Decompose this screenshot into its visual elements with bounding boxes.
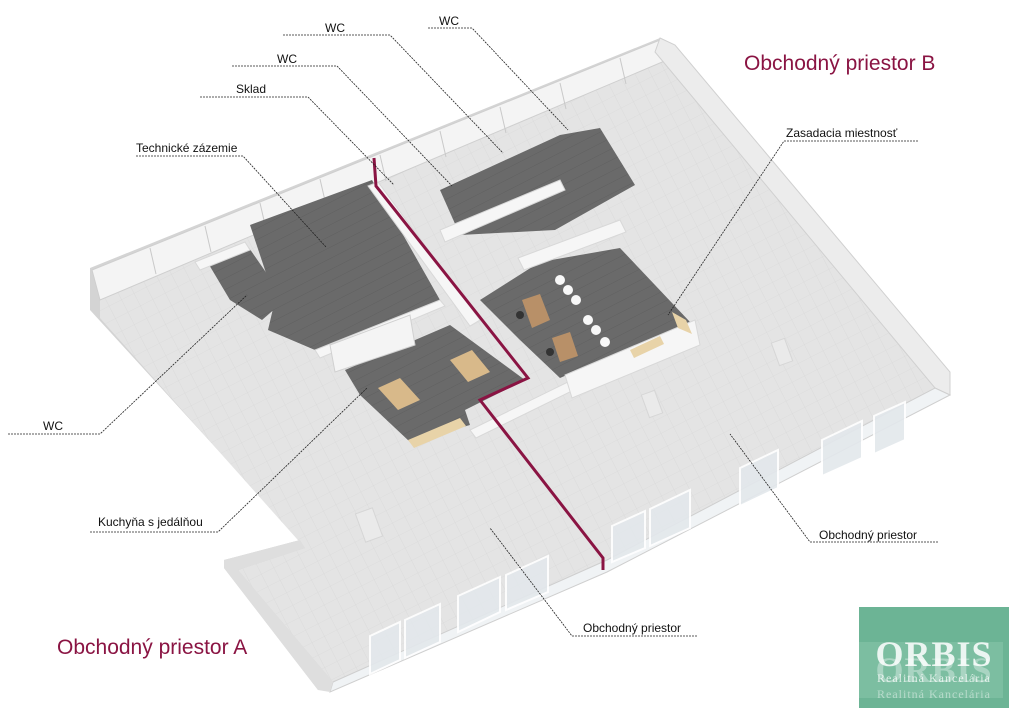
callout-wc-left: WC: [43, 419, 63, 433]
leader-sklad: [200, 96, 395, 186]
logo-name-shadow: ORBIS: [875, 650, 993, 690]
kitchen-counter: [329, 314, 416, 373]
meeting-bench: [630, 336, 664, 358]
leader-zasadacia: [667, 140, 918, 316]
kitchen-table-2: [450, 350, 490, 382]
leader-obchodny-right: [729, 433, 938, 543]
wc-top-rooms: [440, 128, 635, 235]
callout-wc-top-left: WC: [277, 52, 297, 66]
callout-wc-top-mid: WC: [325, 21, 345, 35]
logo-ghost-band: [859, 642, 1003, 698]
callout-obchodny-priestor-bottom: Obchodný priestor: [583, 621, 682, 635]
callout-obchodny-priestor-right: Obchodný priestor: [819, 528, 918, 542]
logo-subtitle-shadow: Realitná Kancelária: [877, 687, 991, 701]
division-line: [372, 157, 605, 570]
office-desk-2: [552, 332, 578, 362]
leader-obchodny-bottom: [489, 527, 697, 637]
callout-sklad: Sklad: [236, 82, 267, 96]
callout-leaders: [8, 27, 938, 637]
kitchen-table-1: [378, 378, 420, 410]
west-annex-wall: [224, 540, 333, 692]
orbis-logo: ORBIS ORBIS Realitná Kancelária Realitná…: [859, 607, 1009, 708]
logo-subtitle: Realitná Kancelária: [877, 671, 991, 685]
callout-wc-top-right: WC: [439, 14, 459, 28]
kitchen-bench: [408, 418, 466, 448]
leader-wc-top-mid: [283, 34, 504, 154]
logo-name: ORBIS: [875, 634, 993, 674]
area-title-a: Obchodný priestor A: [57, 636, 248, 659]
zasadacia-room: [480, 248, 690, 378]
wc-left-room: [205, 242, 285, 320]
north-windows: [149, 57, 627, 275]
leader-wc-top-right: [428, 27, 569, 131]
leader-technicke: [136, 155, 327, 248]
leader-wc-left: [8, 294, 248, 435]
technicke-zazemie-room: [250, 180, 440, 350]
area-title-b: Obchodný priestor B: [744, 52, 936, 75]
meeting-bench-2: [672, 312, 692, 334]
callout-zasadacia-miestnost: Zasadacia miestnosť: [786, 126, 898, 140]
callout-kuchyna-s-jedalnou: Kuchyňa s jedálňou: [98, 515, 203, 529]
leader-kuchyna: [90, 387, 368, 533]
office-desk-1: [522, 294, 550, 328]
south-windows: [369, 400, 906, 676]
callout-technicke-zazemie: Technické zázemie: [136, 141, 238, 155]
kuchyna-room: [345, 325, 525, 442]
leader-wc-top-left: [232, 65, 453, 187]
furniture: [329, 275, 794, 543]
